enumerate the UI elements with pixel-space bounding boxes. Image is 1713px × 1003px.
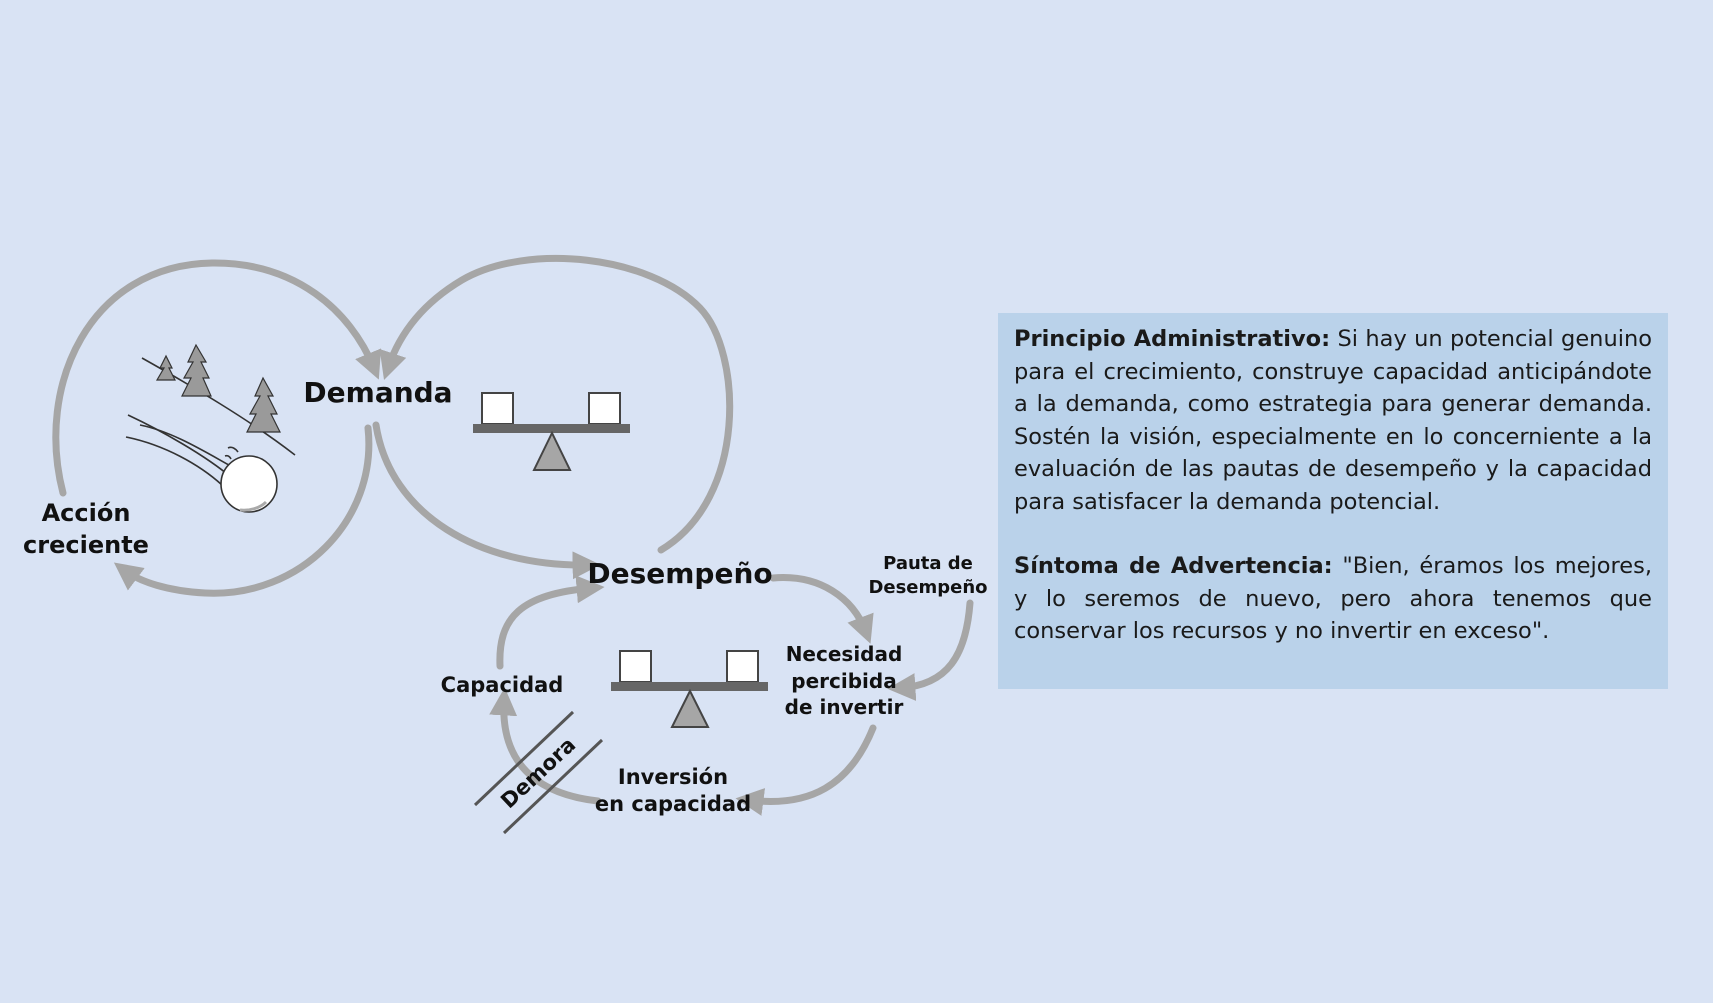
node-accion-line1: Acción [42,499,131,527]
delay-mark [473,710,604,835]
principio-text: Si hay un potencial genuino para el crec… [1014,326,1652,515]
node-inversion-line2: en capacidad [595,792,751,816]
node-inversion-line1: Inversión [618,765,728,789]
node-pauta-line2: Desempeño [868,577,987,598]
node-necesidad-line3: de invertir [785,695,904,719]
principio-paragraph: Principio Administrativo: Si hay un pote… [1014,323,1652,518]
arrow-demanda-to-desempeno [372,421,601,580]
sintoma-paragraph: Síntoma de Advertencia: "Bien, éramos lo… [1014,550,1652,648]
arrow-demanda-to-accion [113,424,373,597]
principio-label: Principio Administrativo: [1014,326,1331,352]
arrow-inversion-to-capacidad [489,687,602,805]
arrow-accion-to-demanda [52,259,382,497]
node-capacidad: Capacidad [441,673,564,697]
snowball-illustration [125,343,296,513]
node-accion-line2: creciente [23,531,149,559]
arrow-capacidad-to-desempeno [496,575,605,670]
sintoma-label: Síntoma de Advertencia: [1014,553,1333,579]
node-pauta-line1: Pauta de [883,553,973,574]
node-desempeno: Desempeño [587,557,772,590]
arrow-necesidad-to-inversion [735,724,877,816]
arrow-pauta-to-necesidad [887,599,974,702]
node-demanda: Demanda [303,376,452,409]
node-necesidad-line1: Necesidad [786,642,903,666]
balance-scale-lower [611,650,768,728]
node-necesidad-line2: percibida [791,669,896,693]
sintoma-text: "Bien, éramos los mejores, y lo seremos … [1014,553,1652,644]
balance-scale-upper [473,392,630,471]
arrow-desempeno-to-necesidad [769,574,874,644]
arrow-desempeno-to-demanda [379,255,734,554]
info-box: Principio Administrativo: Si hay un pote… [998,313,1668,689]
